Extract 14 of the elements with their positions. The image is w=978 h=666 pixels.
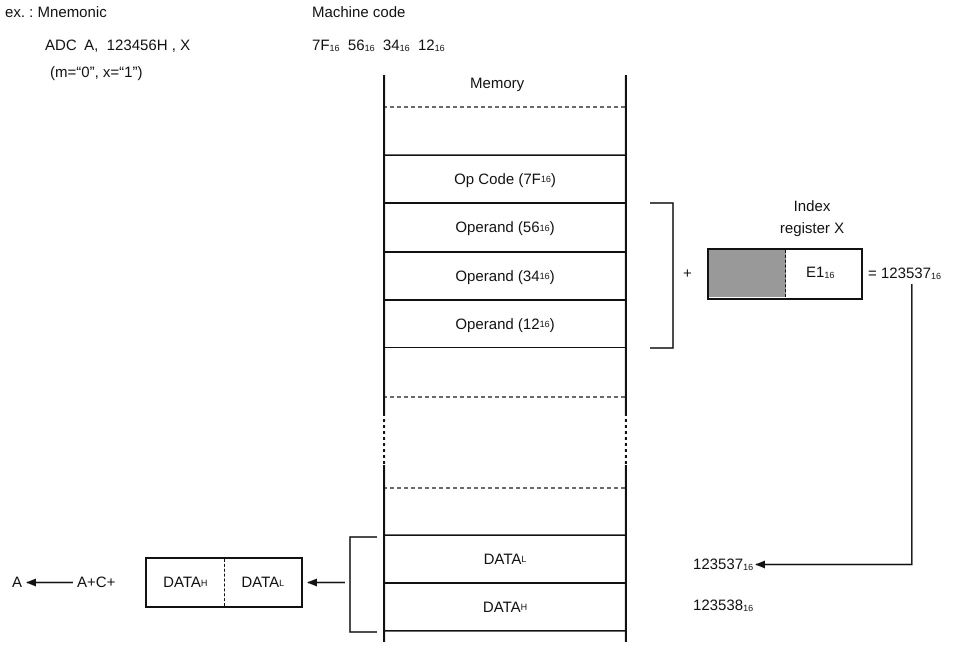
- register-box: [145, 557, 303, 608]
- arrow: [26, 578, 73, 586]
- caption-text: ex. : Mnemonic: [5, 4, 107, 21]
- register-name: A: [12, 574, 22, 591]
- expression-text: A+C+: [77, 574, 116, 591]
- arrow: [307, 578, 345, 586]
- instruction-text: ADC A, 123456H , X: [45, 37, 190, 54]
- operand-note: (m=“0”, x=“1”): [50, 64, 143, 81]
- column-title: Memory: [470, 75, 524, 92]
- bracket: [349, 536, 377, 633]
- register-name: Index register X: [778, 197, 846, 239]
- caption-text: Machine code: [312, 4, 406, 21]
- plus-sign: +: [683, 265, 692, 282]
- arrow: [755, 284, 913, 568]
